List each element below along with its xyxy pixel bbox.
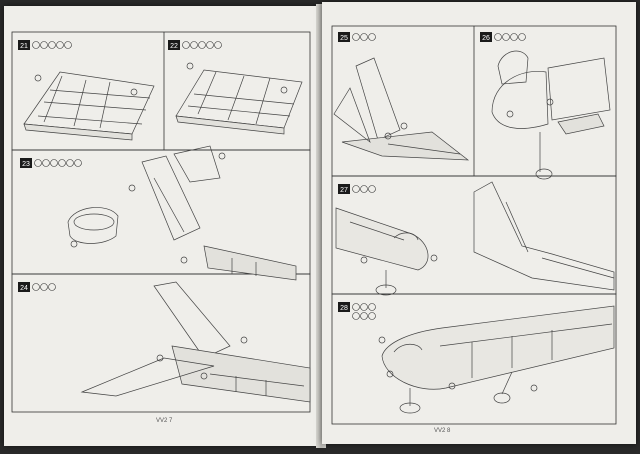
step-25-badge: 25 — [338, 32, 376, 42]
step-26-badge: 26 — [480, 32, 526, 42]
step-28-frame — [331, 293, 617, 425]
step-28-fuselage-illustration — [378, 305, 615, 414]
right-page-number: VV2 8 — [434, 428, 451, 434]
step-22-number: 22 — [170, 43, 178, 50]
step-24-fuselage-illustration — [80, 281, 311, 403]
left-page: 21 22 23 24 — [4, 6, 320, 446]
step-25-number: 25 — [340, 35, 348, 42]
step-28-badge: 28 — [338, 302, 376, 320]
step-23-tail-illustration — [67, 145, 297, 281]
step-26-nose-illustration — [491, 50, 611, 180]
step-24-number: 24 — [20, 285, 28, 292]
step-23-number: 23 — [22, 161, 30, 168]
step-28-number: 28 — [340, 305, 348, 312]
left-page-number: VV2 7 — [156, 418, 173, 424]
left-page-drawings: 21 22 23 24 — [11, 31, 311, 413]
step-27-badge: 27 — [338, 184, 376, 194]
step-23-badge: 23 — [20, 158, 82, 168]
step-22-badge: 22 — [168, 40, 222, 50]
step-24-frame — [11, 273, 311, 413]
step-24-badge: 24 — [18, 282, 56, 292]
step-26-number: 26 — [482, 35, 490, 42]
step-21-badge: 21 — [18, 40, 72, 50]
step-27-fuselage-illustration — [335, 181, 615, 296]
step-22-wing-illustration — [175, 62, 303, 135]
right-page: 25 26 27 28 VV2 8 — [322, 2, 636, 444]
step-27-number: 27 — [340, 187, 348, 194]
book-gutter — [316, 4, 326, 448]
step-23-frame — [11, 149, 311, 275]
step-21-wing-illustration — [23, 71, 155, 141]
step-21-number: 21 — [20, 43, 28, 50]
step-25-tail-illustration — [333, 57, 470, 161]
right-page-drawings: 25 26 27 28 — [331, 25, 617, 425]
